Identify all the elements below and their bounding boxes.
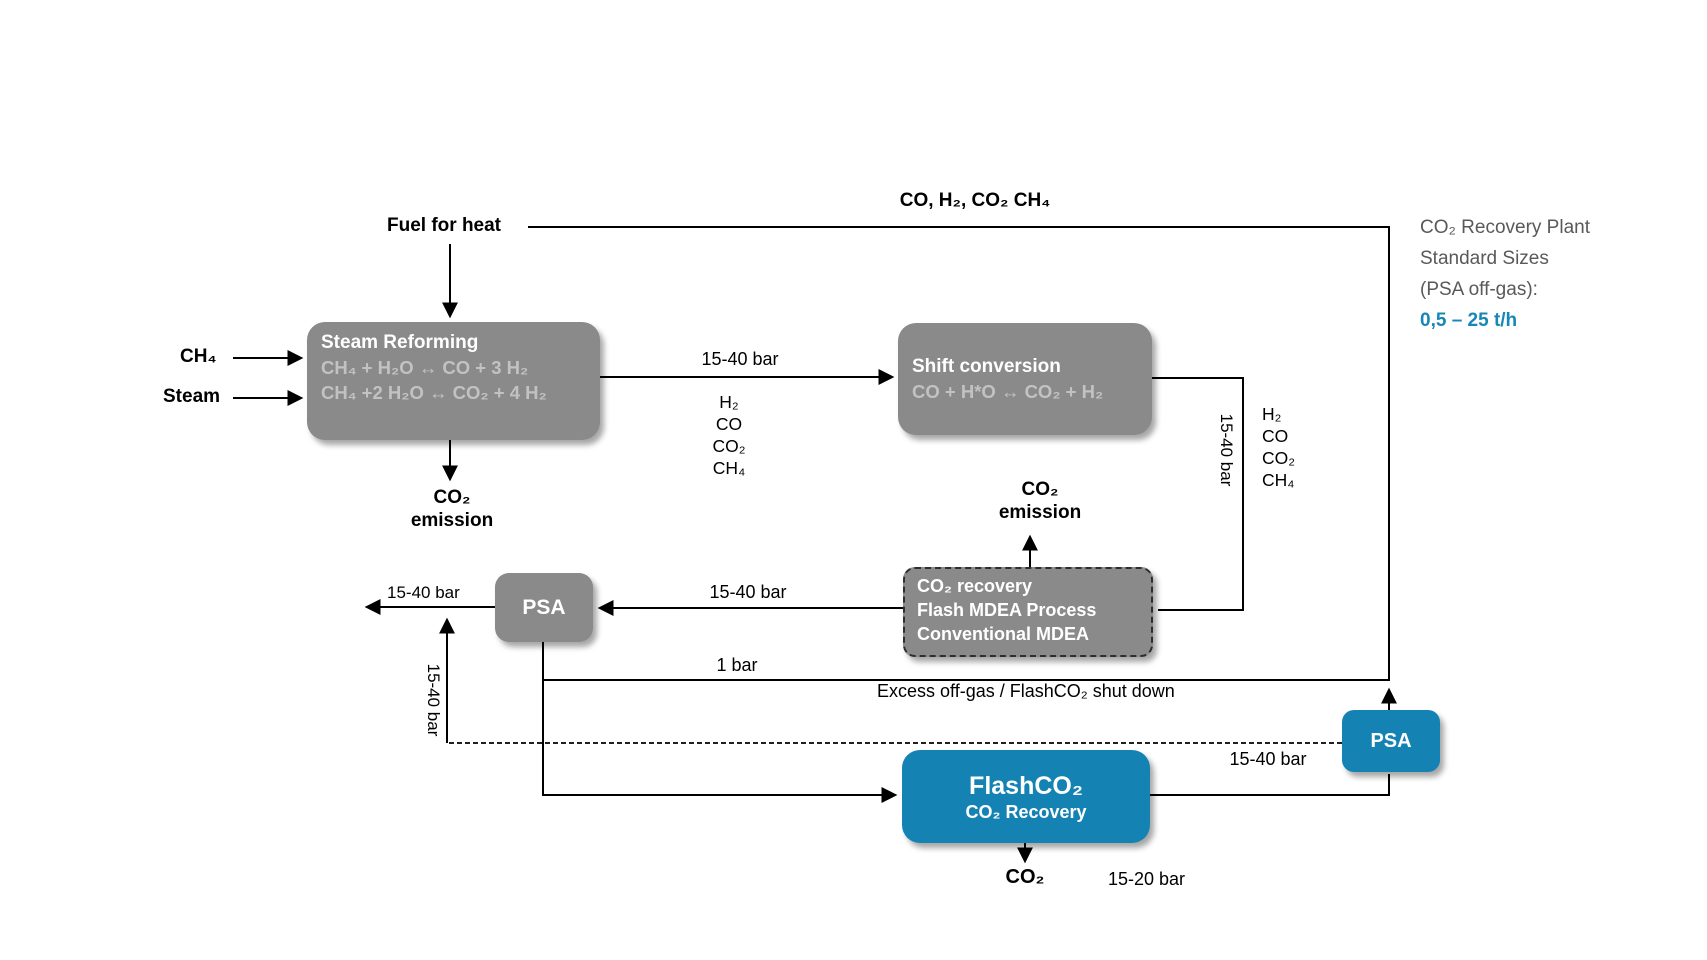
shift-to-recovery-line bbox=[1152, 377, 1244, 611]
shift-conversion-title: Shift conversion bbox=[912, 356, 1061, 377]
pressure-reformer-shift-label: 15-40 bar bbox=[701, 349, 779, 369]
pressure-recovery-psa-label: 15-40 bar bbox=[709, 582, 787, 602]
co2-recovery-line1: CO₂ recovery bbox=[917, 576, 1033, 596]
steam-reforming-eq2: CH₄ +2 H₂O ↔ CO₂ + 4 H₂ bbox=[321, 382, 547, 403]
co2-recovery-line3: Conventional MDEA bbox=[917, 624, 1090, 644]
psa-to-flash-line bbox=[542, 642, 898, 803]
recovery-co2-emission-label: CO₂ emission bbox=[998, 479, 1082, 523]
standard-sizes-line2: Standard Sizes bbox=[1420, 248, 1549, 269]
flash-co2-out-label: CO₂ bbox=[1005, 866, 1045, 888]
standard-sizes-line3: (PSA off-gas): bbox=[1420, 279, 1538, 300]
pressure-flash-out-label: 15-20 bar bbox=[1108, 869, 1186, 889]
pressure-flash-psa-label: 15-40 bar bbox=[1229, 749, 1307, 769]
fuel-for-heat-label: Fuel for heat bbox=[387, 215, 502, 236]
steam-reforming-eq1: CH₄ + H₂O ↔ CO + 3 H₂ bbox=[321, 357, 529, 378]
standard-sizes-note: CO₂ Recovery Plant Standard Sizes (PSA o… bbox=[1420, 212, 1590, 336]
shift-conversion-box: Shift conversion CO + H*O ↔ CO₂ + H₂ bbox=[898, 323, 1152, 435]
steam-reforming-box: Steam Reforming CH₄ + H₂O ↔ CO + 3 H₂ CH… bbox=[307, 322, 600, 440]
shift-conversion-eq1: CO + H*O ↔ CO₂ + H₂ bbox=[912, 381, 1104, 402]
pressure-psa-product-label: 15-40 bar bbox=[387, 583, 460, 602]
steam-feed-label: Steam bbox=[163, 386, 221, 407]
flash-to-psa-line bbox=[1150, 774, 1390, 796]
flash-co2-title: FlashCO₂ bbox=[969, 771, 1083, 800]
co2-recovery-line2: Flash MDEA Process bbox=[917, 600, 1097, 620]
co2-recovery-box: CO₂ recovery Flash MDEA Process Conventi… bbox=[903, 567, 1153, 657]
steam-reforming-title: Steam Reforming bbox=[321, 332, 479, 353]
mid-gas-stack-label: H₂ CO CO₂ CH₄ bbox=[712, 392, 746, 478]
standard-sizes-value: 0,5 – 25 t/h bbox=[1420, 310, 1518, 331]
ch4-feed-label: CH₄ bbox=[180, 346, 217, 367]
pressure-left-vertical-label: 15-40 bar bbox=[424, 663, 443, 737]
pressure-right-vertical-label: 15-40 bar bbox=[1217, 413, 1236, 487]
standard-sizes-line1: CO₂ Recovery Plant bbox=[1420, 217, 1590, 238]
reformer-co2-emission-label: CO₂ emission bbox=[410, 487, 494, 531]
flash-co2-subtitle: CO₂ Recovery bbox=[965, 801, 1087, 822]
fuel-return-line bbox=[528, 226, 1390, 681]
psa-right-label: PSA bbox=[1370, 729, 1412, 752]
psa-left-box: PSA bbox=[495, 573, 593, 642]
psa-left-label: PSA bbox=[522, 595, 566, 619]
excess-offgas-label: Excess off-gas / FlashCO₂ shut down bbox=[877, 681, 1175, 701]
flash-co2-box: FlashCO₂ CO₂ Recovery bbox=[902, 750, 1150, 843]
psa-right-box: PSA bbox=[1342, 710, 1440, 772]
pressure-one-bar-label: 1 bar bbox=[716, 655, 758, 675]
right-gas-stack-label: H₂ CO CO₂ CH₄ bbox=[1262, 404, 1296, 490]
top-gas-label: CO, H₂, CO₂ CH₄ bbox=[899, 190, 1051, 211]
